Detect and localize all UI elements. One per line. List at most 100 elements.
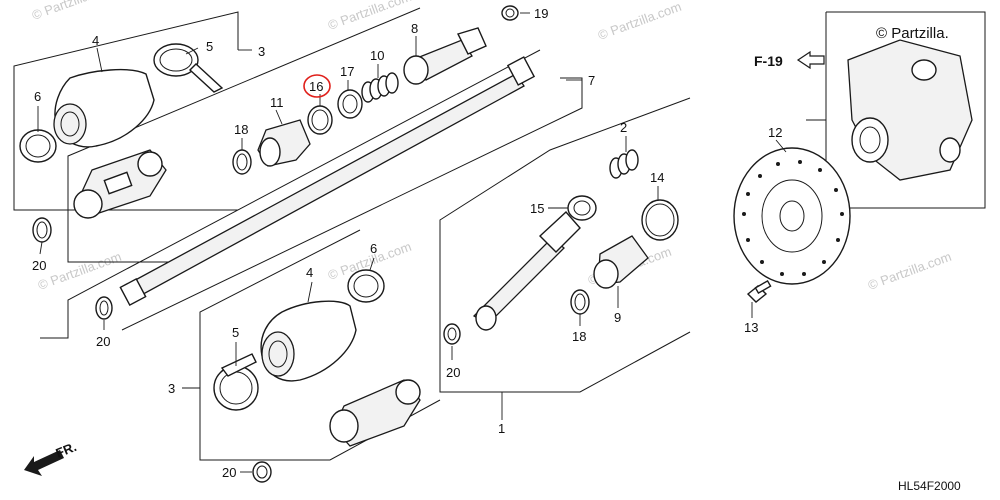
- callout-18: 18: [572, 329, 586, 344]
- hub-knuckle-bore: [851, 117, 889, 163]
- axle-shaft-7: [95, 56, 536, 320]
- leader-lines: [37, 12, 787, 473]
- o-ring-14-part: [641, 199, 679, 241]
- watermark: © Partzilla.com: [30, 0, 117, 23]
- callout-3: 3: [258, 44, 265, 59]
- universal-joint-cup: [137, 151, 163, 177]
- callout-16: 16: [309, 79, 323, 94]
- gear-9-face: [593, 259, 619, 289]
- boot-clip-part: [347, 269, 385, 303]
- bearing-15-inner: [573, 200, 591, 216]
- watermark: © Partzilla.com: [596, 0, 683, 43]
- drive-shaft-gear: [538, 210, 581, 253]
- axle-shaft-spline-end: [506, 56, 536, 86]
- callout-17: 17: [340, 64, 354, 79]
- watermark: © Partzilla.com: [866, 249, 953, 293]
- frame-hub-detail: [806, 11, 986, 209]
- band-clamp-tail: [188, 63, 224, 93]
- snap-ring-inner: [447, 327, 457, 341]
- callout-6: 6: [34, 89, 41, 104]
- spring-10-part: [361, 72, 399, 103]
- boot-opening: [53, 103, 87, 145]
- o-ring-16-inner: [311, 109, 329, 131]
- ring-18-inner: [236, 153, 248, 171]
- snap-ring-part: [443, 323, 461, 345]
- universal-joint-cup: [395, 379, 421, 405]
- brake-disc-part: [733, 147, 851, 285]
- reference-label: F-19: [754, 53, 783, 69]
- callout-3: 3: [168, 381, 175, 396]
- callout-20: 20: [32, 258, 46, 273]
- callout-7: 7: [588, 73, 595, 88]
- brake-disc-group: [733, 147, 851, 303]
- lower-joint-kit: [213, 269, 421, 483]
- callout-2: 2: [620, 120, 627, 135]
- callout-4: 4: [306, 265, 313, 280]
- callout-4: 4: [92, 33, 99, 48]
- callout-labels: 4 5 3 6 20 18 11 16 17 10 8 19 7 20 6 4 …: [32, 6, 782, 480]
- frame-axle-shaft-right: [121, 77, 583, 331]
- snap-ring-part: [95, 296, 113, 320]
- callout-12: 12: [768, 125, 782, 140]
- seal-17-part: [337, 89, 363, 119]
- reference-arrow-icon: [796, 50, 825, 70]
- snap-ring-inner: [36, 221, 48, 239]
- callout-13: 13: [744, 320, 758, 335]
- upper-joint-kit: [19, 43, 224, 243]
- watermark: © Partzilla.com: [36, 249, 123, 293]
- boot-inner: [60, 111, 80, 137]
- callout-1: 1: [498, 421, 505, 436]
- front-indicator-label: FR.: [54, 439, 79, 461]
- band-clamp-inner: [159, 48, 193, 72]
- band-clamp-tail: [220, 353, 257, 377]
- bolt-13-shank: [754, 279, 772, 295]
- ring-19-part: [501, 5, 519, 21]
- callout-20: 20: [222, 465, 236, 480]
- o-ring-14-inner: [645, 203, 675, 237]
- callout-20: 20: [446, 365, 460, 380]
- callout-19: 19: [534, 6, 548, 21]
- hub-knuckle-bore-inner: [859, 126, 881, 154]
- frame-upper-shaft-group: [67, 7, 421, 263]
- hub-knuckle-group: [847, 39, 973, 181]
- callout-9: 9: [614, 310, 621, 325]
- ring-18-inner: [574, 293, 586, 311]
- callout-5: 5: [206, 39, 213, 54]
- universal-joint-cup: [73, 189, 103, 219]
- brake-disc-vent-holes: [742, 160, 844, 276]
- coupling-8-face: [403, 55, 429, 85]
- frame-axle-shaft: [40, 49, 541, 339]
- boot-opening: [261, 331, 295, 377]
- brake-disc-hub-bore: [779, 200, 805, 232]
- drive-shaft-group: [443, 149, 679, 345]
- callout-20: 20: [96, 334, 110, 349]
- snap-ring-inner: [256, 465, 268, 479]
- hub-knuckle-boss: [939, 137, 961, 163]
- diagram-code: HL54F2000: [898, 479, 961, 493]
- upper-shaft-group: [232, 5, 519, 175]
- frame-drive-shaft: [439, 97, 691, 393]
- universal-joint-cup: [329, 409, 359, 443]
- boot-inner: [268, 340, 288, 368]
- joint-11-face: [259, 137, 281, 167]
- snap-ring-inner: [99, 300, 109, 316]
- snap-ring-part: [252, 461, 272, 483]
- callout-10: 10: [370, 48, 384, 63]
- seal-17-inner: [342, 94, 358, 114]
- spring-2-part: [609, 149, 639, 179]
- callout-18: 18: [234, 122, 248, 137]
- corner-copyright: © Partzilla.: [876, 25, 949, 42]
- boot-clip-inner: [353, 274, 379, 298]
- coupling-8-neck: [457, 27, 487, 55]
- ring-19-inner: [505, 8, 515, 18]
- axle-shaft-spline-start: [119, 277, 147, 307]
- universal-joint-spider: [103, 171, 133, 195]
- brake-disc-inner-ring: [761, 179, 823, 253]
- callout-11: 11: [270, 95, 284, 110]
- callout-15: 15: [530, 201, 544, 216]
- front-arrow-icon: [24, 450, 64, 476]
- highlight-circle: [303, 74, 331, 98]
- boot-clip-inner: [25, 134, 51, 158]
- callout-14: 14: [650, 170, 664, 185]
